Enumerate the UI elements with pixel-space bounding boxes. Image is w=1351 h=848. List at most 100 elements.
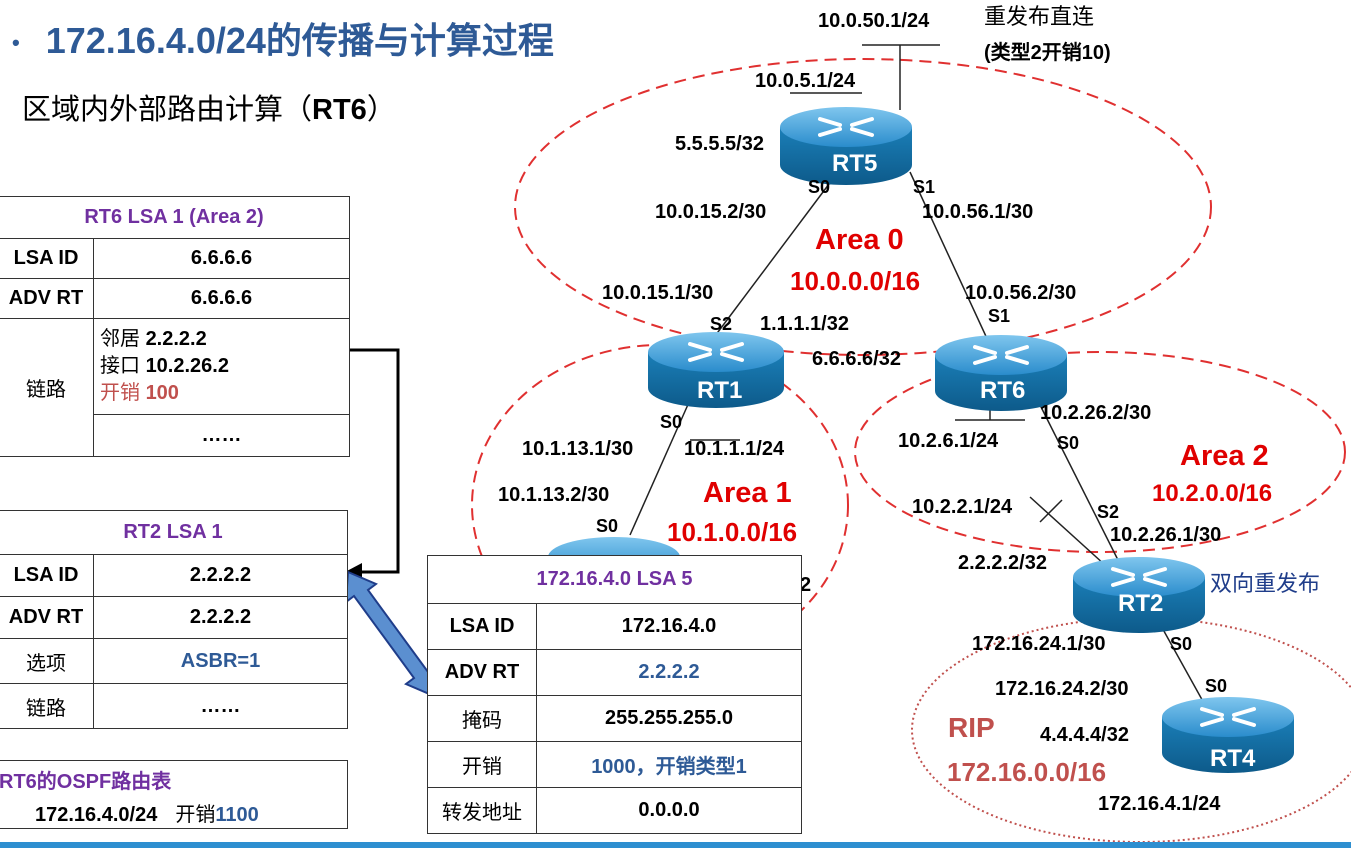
router-label-rt2: RT2 [1118,590,1164,617]
rt6-lsa1-value: 6.6.6.6 [93,238,350,279]
label-172-16-4-1: 172.16.4.1/24 [1098,793,1221,815]
label-172-16-24-2: 172.16.24.2/30 [995,678,1129,700]
lsa5-table: 172.16.4.0 LSA 5 LSA ID 172.16.4.0 ADV R… [427,555,802,834]
rt6-lsa1-table: RT6 LSA 1 (Area 2) LSA ID 6.6.6.6 ADV RT… [0,196,350,457]
label-rt1-id: 1.1.1.1/32 [760,313,849,335]
lsa5-value: 2.2.2.2 [536,649,802,696]
label-rt6-s0: S0 [1057,433,1080,453]
area2-net: 10.2.0.0/16 [1152,480,1273,507]
rt6-lsa1-more: …… [93,414,350,457]
rt2-lsa1-key: LSA ID [0,554,94,597]
label-10-0-56-2: 10.0.56.2/30 [965,282,1077,304]
subtitle: 区域内外部路由计算（RT6） [22,94,396,126]
rt6-lsa1-header: RT6 LSA 1 (Area 2) [0,196,350,239]
label-10-2-26-1: 10.2.26.1/30 [1110,524,1222,546]
label-hidden-2: 2 [800,574,812,596]
label-rt6-s1: S1 [988,306,1011,326]
router-rt1-icon [648,332,784,408]
lan-10-2-2-tick [1039,499,1063,523]
router-rt6-icon [935,335,1067,411]
rt6-lsa1-value: 6.6.6.6 [93,278,350,319]
lsa5-value: 0.0.0.0 [536,787,802,834]
lsa5-key: 转发地址 [427,787,537,834]
link-neighbor: 邻居 2.2.2.2 [100,328,207,350]
link-rt1-rt3 [629,399,691,536]
area0-boundary [514,58,1212,356]
lsa5-key: 掩码 [427,695,537,742]
router-rt2-icon [1073,557,1205,633]
link-cost: 开销 100 [100,382,179,404]
rt2-lsa1-key: ADV RT [0,596,94,639]
label-redistribute: 重发布直连 [984,4,1095,29]
rt6-lsa1-key: LSA ID [0,238,94,279]
label-rt2-id: 2.2.2.2/32 [958,552,1047,574]
router-label-rt6: RT6 [980,377,1026,404]
label-rt4-id: 4.4.4.4/32 [1040,724,1129,746]
lsa5-key: 开销 [427,741,537,788]
rt6-lsa1-links-cell: 邻居 2.2.2.2 接口 10.2.26.2 开销 100 [93,318,350,415]
rip-net: 172.16.0.0/16 [947,757,1107,787]
label-rt2-s2: S2 [1097,502,1120,522]
label-rt1-s2: S2 [710,314,733,334]
page-title: • 172.16.4.0/24的传播与计算过程 [12,12,554,64]
rt6-lsa1-key: ADV RT [0,278,94,319]
label-10-1-13-2: 10.1.13.2/30 [498,484,610,506]
label-bidirectional: 双向重发布 [1210,571,1321,596]
link-rt5-rt6 [909,171,991,346]
lsa5-key: ADV RT [427,649,537,696]
rt2-lsa1-header: RT2 LSA 1 [0,510,348,555]
lsa5-header: 172.16.4.0 LSA 5 [427,555,802,604]
double-arrow [344,570,438,698]
route-table-title: RT6的OSPF路由表 [0,771,172,793]
router-rt4-icon [1162,697,1294,773]
rt2-lsa1-key: 选项 [0,638,94,684]
label-rt2-s0: S0 [1170,634,1193,654]
link-interface: 接口 10.2.26.2 [100,355,229,377]
label-rt5-s0: S0 [808,177,831,197]
link-rt6-rt2 [1034,394,1119,561]
label-10-0-15-2: 10.0.15.2/30 [655,201,767,223]
label-10-1-13-1: 10.1.13.1/30 [522,438,634,460]
lsa5-value: 255.255.255.0 [536,695,802,742]
label-10-2-26-2: 10.2.26.2/30 [1040,402,1152,424]
label-rt5-lan: 10.0.5.1/24 [755,70,856,92]
bullet-icon: • [12,30,20,56]
router-label-rt4: RT4 [1210,745,1256,772]
label-10-0-56-1: 10.0.56.1/30 [922,201,1034,223]
label-10-2-2-1: 10.2.2.1/24 [912,496,1013,518]
rt2-lsa1-value: 2.2.2.2 [93,554,348,597]
lsa5-value: 1000，开销类型1 [536,741,802,788]
label-172-16-24-1: 172.16.24.1/30 [972,633,1106,655]
label-rt5-top: 10.0.50.1/24 [818,10,930,32]
lan-10-2-2 [1029,496,1106,566]
area0-net: 10.0.0.0/16 [790,266,921,296]
label-rt1-s0: S0 [660,412,683,432]
rt2-lsa1-value: ASBR=1 [93,638,348,684]
area2-name: Area 2 [1180,440,1269,472]
label-10-0-15-1: 10.0.15.1/30 [602,282,714,304]
rt6-lsa1-links-key: 链路 [0,318,94,457]
area1-name: Area 1 [703,477,792,509]
label-redistribute-type: (类型2开销10) [984,42,1111,64]
lsa5-key: LSA ID [427,603,537,650]
area1-net: 10.1.0.0/16 [667,517,798,547]
area2-boundary [854,351,1346,553]
rt2-lsa1-table: RT2 LSA 1 LSA ID 2.2.2.2 ADV RT 2.2.2.2 … [0,510,348,729]
label-rt5-s1: S1 [913,177,936,197]
title-text: 172.16.4.0/24的传播与计算过程 [45,20,554,61]
rip-name: RIP [948,712,995,743]
label-10-1-1-1: 10.1.1.1/24 [684,438,785,460]
link-rt5-rt1 [711,171,839,341]
lsa5-value: 172.16.4.0 [536,603,802,650]
rt2-lsa1-key: 链路 [0,683,94,729]
bottom-bar [0,842,1351,848]
rt2-lsa1-value: …… [93,683,348,729]
router-label-rt1: RT1 [697,377,743,404]
router-rt5-icon [780,107,912,185]
rt2-lsa1-value: 2.2.2.2 [93,596,348,639]
label-rt6-id: 6.6.6.6/32 [812,348,901,370]
area0-name: Area 0 [815,224,904,256]
